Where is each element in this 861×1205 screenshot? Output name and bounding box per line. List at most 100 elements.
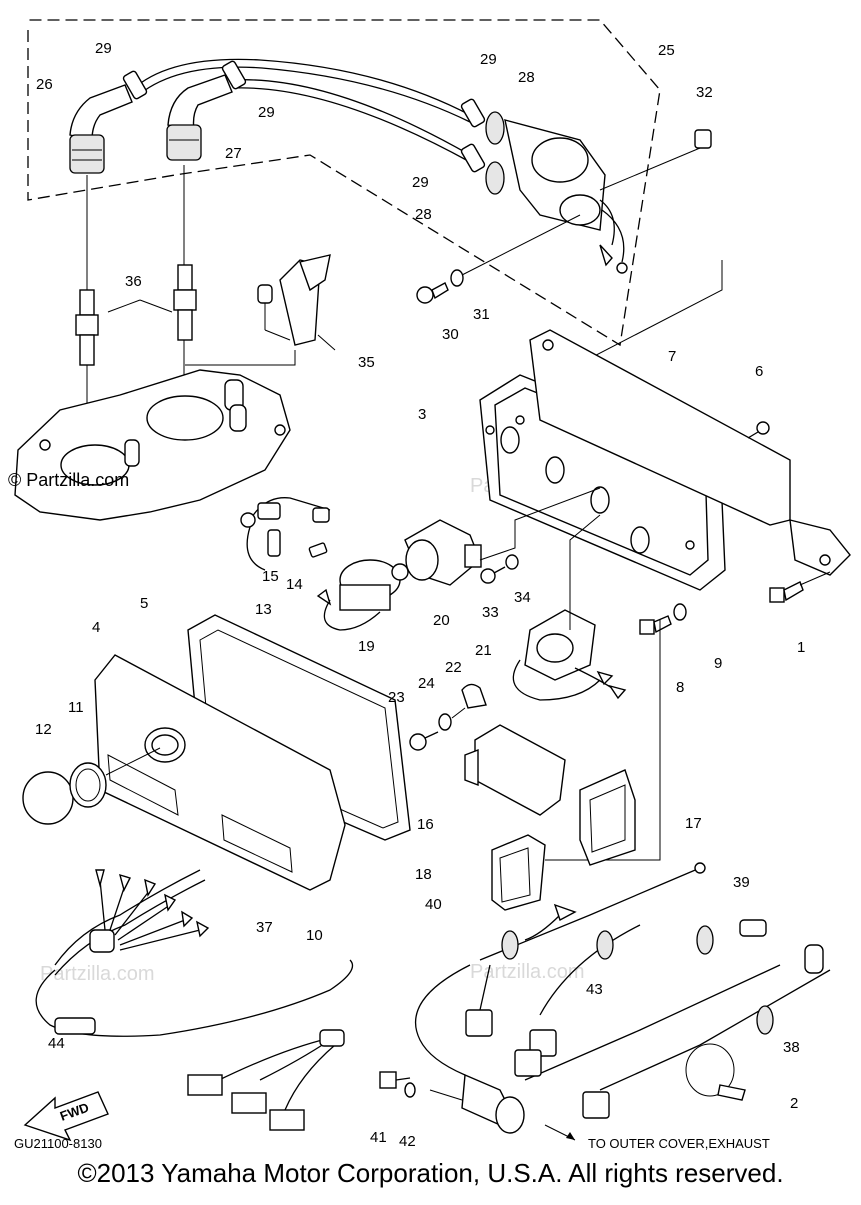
washer-24	[438, 713, 452, 731]
callout-40: 40	[425, 896, 442, 913]
lead-38	[582, 944, 831, 1119]
callout-26: 26	[36, 76, 53, 93]
lead-40	[465, 862, 706, 1037]
callout-38: 38	[783, 1039, 800, 1056]
callout-15: 15	[262, 568, 279, 585]
callout-31: 31	[473, 306, 490, 323]
callout-13: 13	[255, 601, 272, 618]
main-switch-19	[316, 559, 409, 631]
bracket-7	[529, 329, 851, 576]
bolt-41	[379, 1071, 411, 1089]
callout-35: 35	[358, 354, 375, 371]
callout-17: 17	[685, 815, 702, 832]
exhaust-note: TO OUTER COVER,EXHAUST	[588, 1136, 770, 1151]
bolt-8	[639, 615, 672, 635]
callout-43: 43	[586, 981, 603, 998]
lead-43	[529, 924, 641, 1057]
cdi-unit-16	[464, 724, 566, 816]
washer-42	[404, 1082, 416, 1098]
diagram-code: GU21100-8130	[14, 1136, 102, 1151]
copyright-notice: ©2013 Yamaha Motor Corporation, U.S.A. A…	[77, 1158, 784, 1188]
callout-20: 20	[433, 612, 450, 629]
callout-34: 34	[514, 589, 531, 606]
fuse-holder-13	[240, 497, 331, 571]
rectifier-21	[512, 609, 627, 701]
callout-1: 1	[797, 639, 805, 656]
bracket-35	[257, 254, 331, 346]
callout-28: 28	[518, 69, 535, 86]
washer-34	[505, 554, 519, 570]
gasket-11	[69, 762, 107, 808]
callout-41: 41	[370, 1129, 387, 1146]
grommet-28	[485, 111, 505, 145]
callout-23: 23	[388, 689, 405, 706]
ignition-coil	[504, 119, 628, 274]
callout-12: 12	[35, 721, 52, 738]
clamp-29	[221, 60, 247, 90]
screw-33	[480, 566, 506, 584]
watermark: Partzilla.com	[470, 961, 584, 983]
callout-9: 9	[714, 655, 722, 672]
callout-16: 16	[417, 816, 434, 833]
callout-10: 10	[306, 927, 323, 944]
callout-44: 44	[48, 1035, 65, 1052]
callout-32: 32	[696, 84, 713, 101]
callout-37: 37	[256, 919, 273, 936]
callout-24: 24	[418, 675, 435, 692]
callout-22: 22	[445, 659, 462, 676]
wire-harness-37	[35, 869, 354, 1131]
callout-3: 3	[418, 406, 426, 423]
plug-cap-27	[166, 74, 233, 161]
plug-cap-26	[69, 84, 133, 174]
callout-11: 11	[68, 699, 84, 716]
cylinder-head	[14, 369, 291, 521]
callout-29: 29	[412, 174, 429, 191]
callout-2: 2	[790, 1095, 798, 1112]
callout-39: 39	[733, 874, 750, 891]
callout-21: 21	[475, 642, 492, 659]
screw-6	[747, 421, 770, 439]
fuse-15	[267, 529, 281, 557]
washer-31	[450, 269, 464, 287]
grommet-fitting	[415, 964, 525, 1134]
clamp-22	[461, 683, 487, 709]
holder-18	[491, 834, 546, 911]
callout-14: 14	[286, 576, 303, 593]
callout-8: 8	[676, 679, 684, 696]
callout-29: 29	[258, 104, 275, 121]
lead-39	[514, 919, 781, 1081]
electrical-box-3	[479, 374, 726, 591]
fwd-arrow-icon: FWD	[23, 1091, 109, 1142]
callout-18: 18	[415, 866, 432, 883]
callout-33: 33	[482, 604, 499, 621]
callout-7: 7	[668, 348, 676, 365]
callout-6: 6	[755, 363, 763, 380]
callout-42: 42	[399, 1133, 416, 1150]
grommet-28	[485, 161, 505, 195]
callout-28: 28	[415, 206, 432, 223]
spark-plug-36	[173, 264, 197, 341]
callout-19: 19	[358, 638, 375, 655]
bolt-1	[769, 581, 804, 603]
clamp-29	[460, 98, 486, 128]
spark-plug-36	[75, 289, 99, 366]
callout-30: 30	[442, 326, 459, 343]
cap-12	[22, 771, 74, 825]
watermark: Partzilla.com	[40, 963, 154, 985]
callout-4: 4	[92, 619, 100, 636]
fuse-14	[308, 542, 328, 558]
callout-29: 29	[95, 40, 112, 57]
cdi-holder-17	[579, 769, 636, 866]
callout-36: 36	[125, 273, 142, 290]
partzilla-mark: © Partzilla.com	[8, 470, 130, 490]
washer-9	[673, 603, 687, 621]
cover-4	[94, 654, 346, 891]
starter-relay-20	[404, 519, 482, 586]
collar-32	[694, 129, 712, 149]
ignition-kit-outline	[27, 19, 661, 347]
callout-29: 29	[480, 51, 497, 68]
callout-27: 27	[225, 145, 242, 162]
